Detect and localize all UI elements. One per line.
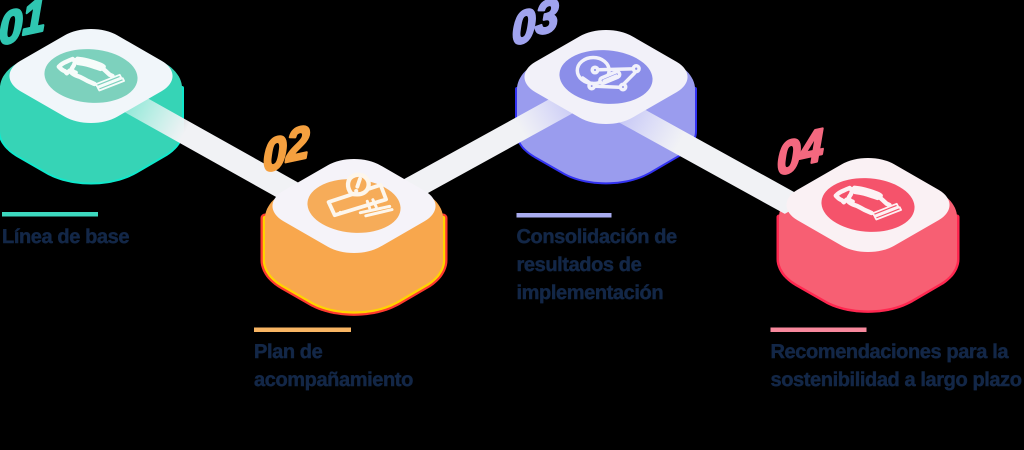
svg-text:04: 04: [777, 118, 824, 185]
svg-text:03: 03: [512, 0, 559, 55]
svg-text:02: 02: [263, 115, 310, 182]
svg-text:01: 01: [0, 0, 46, 55]
